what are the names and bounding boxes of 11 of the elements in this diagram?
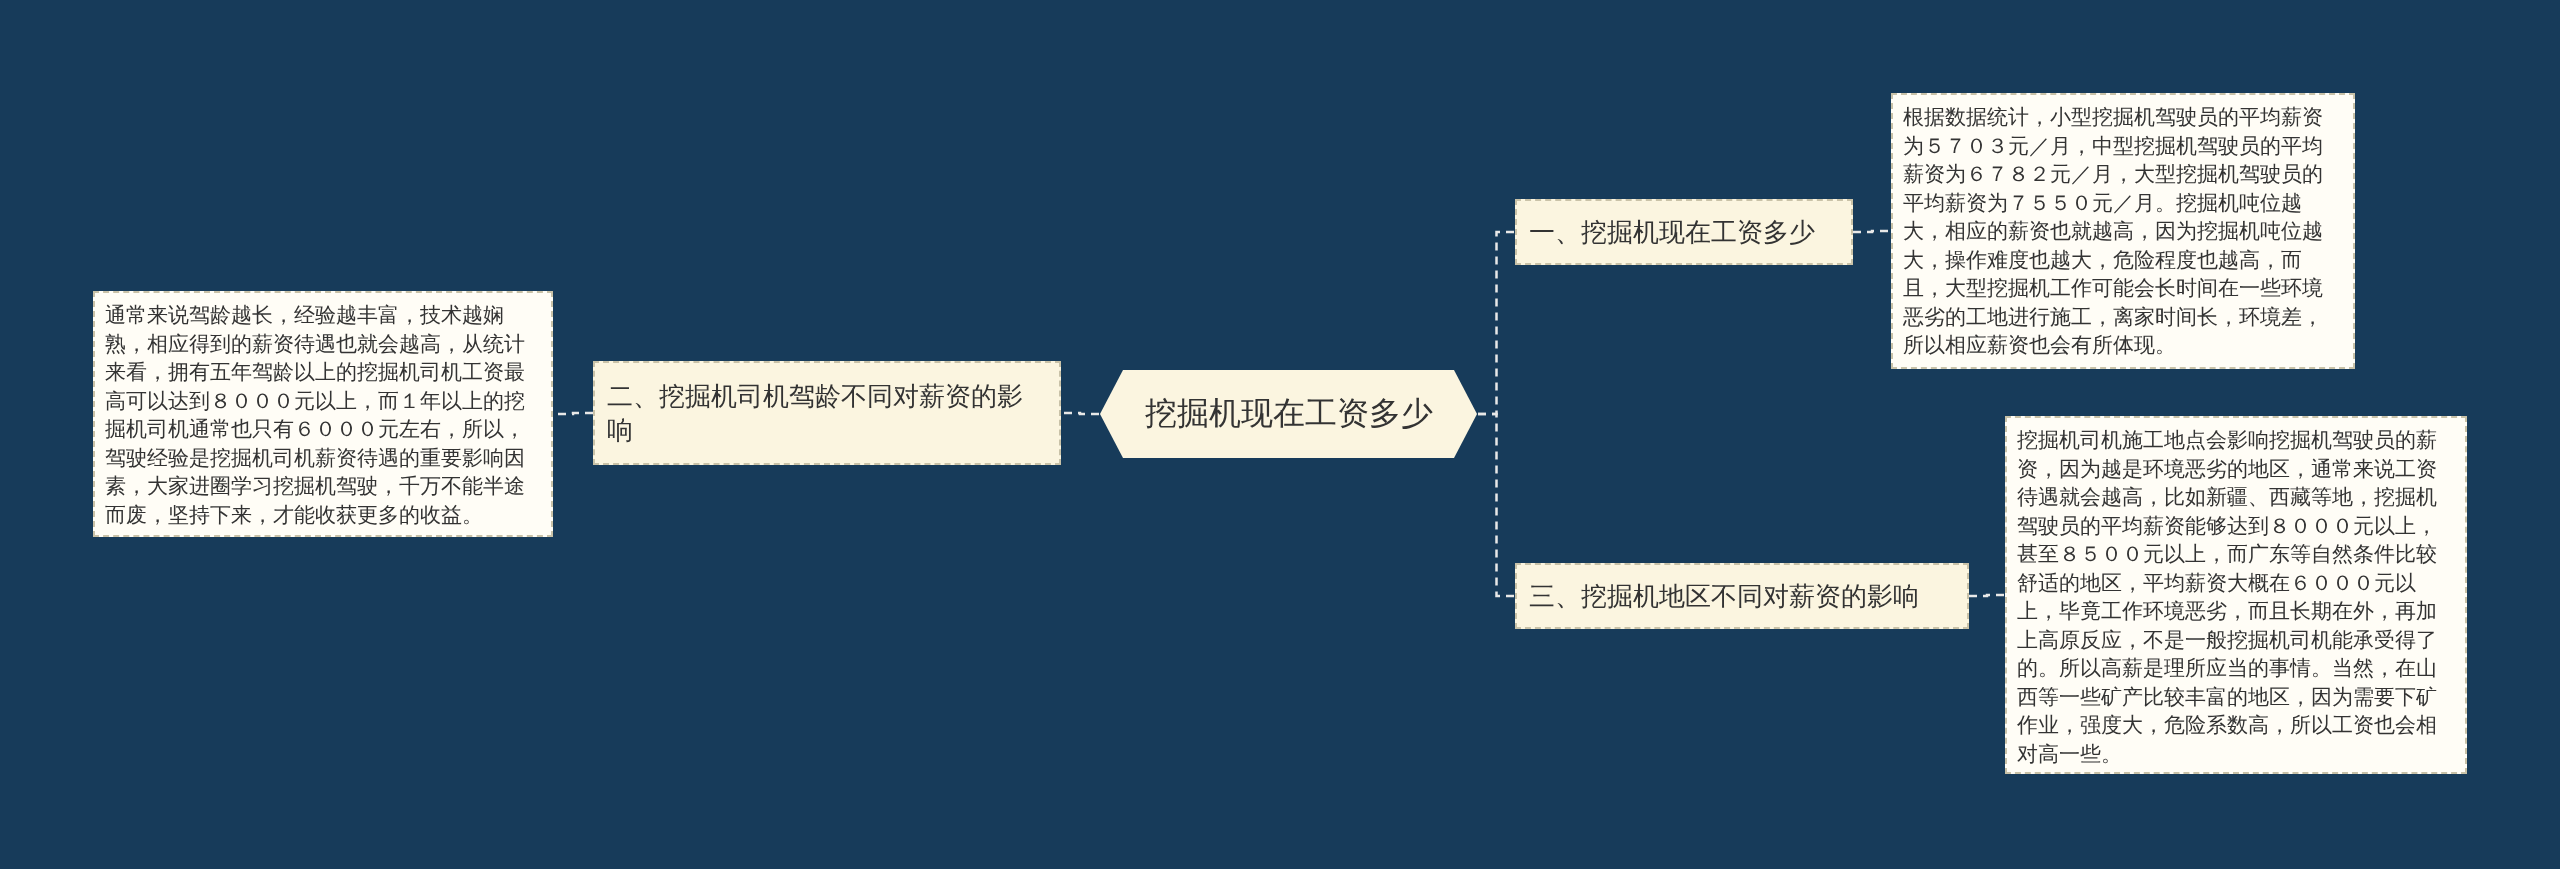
connector-line: [1853, 229, 1891, 234]
topic-box: 三、挖掘机地区不同对薪资的影响: [1515, 563, 1969, 629]
topic-title: 挖掘机现在工资多少: [1144, 393, 1433, 434]
note-box: 挖掘机司机施工地点会影响挖掘机驾驶员的薪资，因为越是环境恶劣的地区，通常来说工资待遇就会越高，比如新疆、西藏等地，挖掘机驾驶员的平均薪资能够达到８０００元以上，甚至８５００元以上，而广东等自然条件比较舒适的地区，平均薪资大概在６０００元以上，毕竟工作环境恶劣，而且长期在外，再加上高原反应，不是一般挖掘机司机能承受得了的。所以高薪是理所应当的事情。当然，在山西等一些矿产比较丰富的地区，因为需要下矿作业，强度大，危险系数高，所以工资也会相对高一些。: [2005, 416, 2467, 774]
connector-line: [1969, 593, 2005, 598]
topic-box: 二、挖掘机司机驾龄不同对薪资的影响: [593, 361, 1061, 465]
connector-line: [1478, 412, 1515, 598]
note-box: 根据数据统计，小型挖掘机驾驶员的平均薪资为５７０３元／月，中型挖掘机驾驶员的平均薪资为６７８２元／月，大型挖掘机驾驶员的平均薪资为７５５０元／月。挖掘机吨位越大，相应的薪资也就越高，因为挖掘机吨位越大，操作难度也越大，危险程度也越高，而且，大型挖掘机工作可能会长时间在一些环境恶劣的工地进行施工，离家时间长，环境差，所以相应薪资也会有所体现。: [1891, 93, 2355, 369]
note-box: 通常来说驾龄越长，经验越丰富，技术越娴熟，相应得到的薪资待遇也就会越高，从统计来看，拥有五年驾龄以上的挖掘机司机工资最高可以达到８０００元以上，而１年以上的挖掘机司机通常也只有６０００元左右，所以，驾驶经验是挖掘机司机薪资待遇的重要影响因素，大家进圈学习挖掘机驾驶，千万不能半途而废，坚持下来，才能收获更多的收益。: [93, 291, 553, 537]
topic-box: 一、挖掘机现在工资多少: [1515, 199, 1853, 265]
connector-line: [1061, 411, 1099, 416]
